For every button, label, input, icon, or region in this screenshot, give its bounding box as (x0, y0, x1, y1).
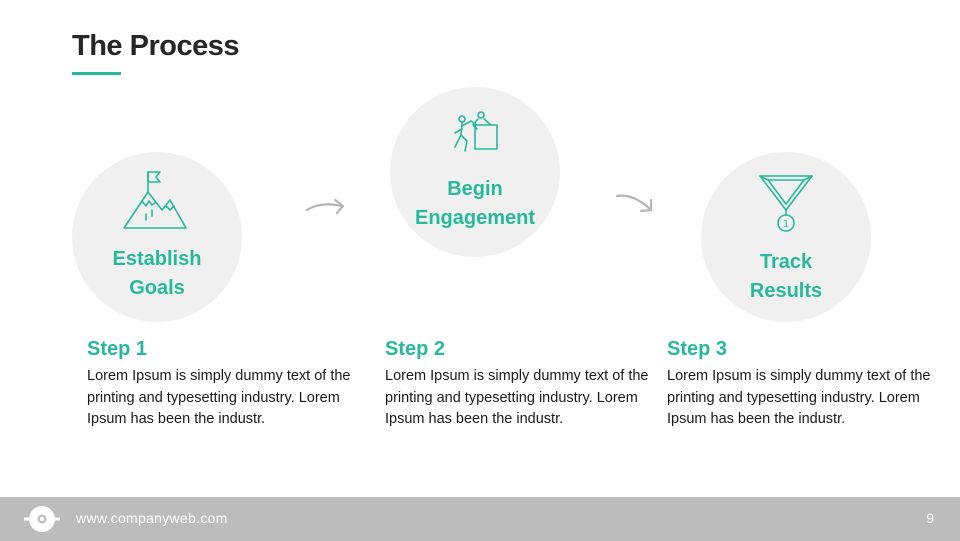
svg-text:1: 1 (783, 219, 789, 230)
footer-bar: www.companyweb.com 9 (0, 497, 960, 541)
step-description: Lorem Ipsum is simply dummy text of the … (385, 368, 649, 427)
process-circle-establish-goals: Establish Goals (72, 152, 242, 322)
circle-label-establish-goals: Establish Goals (112, 248, 202, 299)
page-number: 9 (926, 510, 934, 526)
process-circle-track-results: 1 Track Results (701, 152, 871, 322)
step-block-3: Step 3 Lorem Ipsum is simply dummy text … (667, 336, 957, 431)
step-block-1: Step 1 Lorem Ipsum is simply dummy text … (87, 336, 377, 431)
step-block-2: Step 2 Lorem Ipsum is simply dummy text … (385, 336, 675, 431)
footer-url: www.companyweb.com (76, 510, 228, 526)
circle-label-begin-engagement: Begin Engagement (414, 178, 536, 229)
medal-icon: 1 (759, 175, 813, 232)
slide-title: The Process (72, 30, 239, 62)
step-title: Step 1 (87, 338, 148, 360)
company-logo-icon (24, 506, 60, 532)
circle-label-track-results: Track Results (749, 251, 823, 302)
process-circle-begin-engagement: Begin Engagement (390, 87, 560, 257)
step-description: Lorem Ipsum is simply dummy text of the … (87, 368, 351, 427)
title-underline (72, 72, 121, 75)
arrow-down-right-icon (615, 194, 653, 213)
arrow-right-icon (305, 198, 345, 215)
mountain-flag-icon (123, 171, 187, 229)
climbing-people-icon (454, 111, 498, 152)
step-description: Lorem Ipsum is simply dummy text of the … (667, 368, 931, 427)
step-title: Step 2 (385, 338, 446, 360)
step-title: Step 3 (667, 338, 728, 360)
